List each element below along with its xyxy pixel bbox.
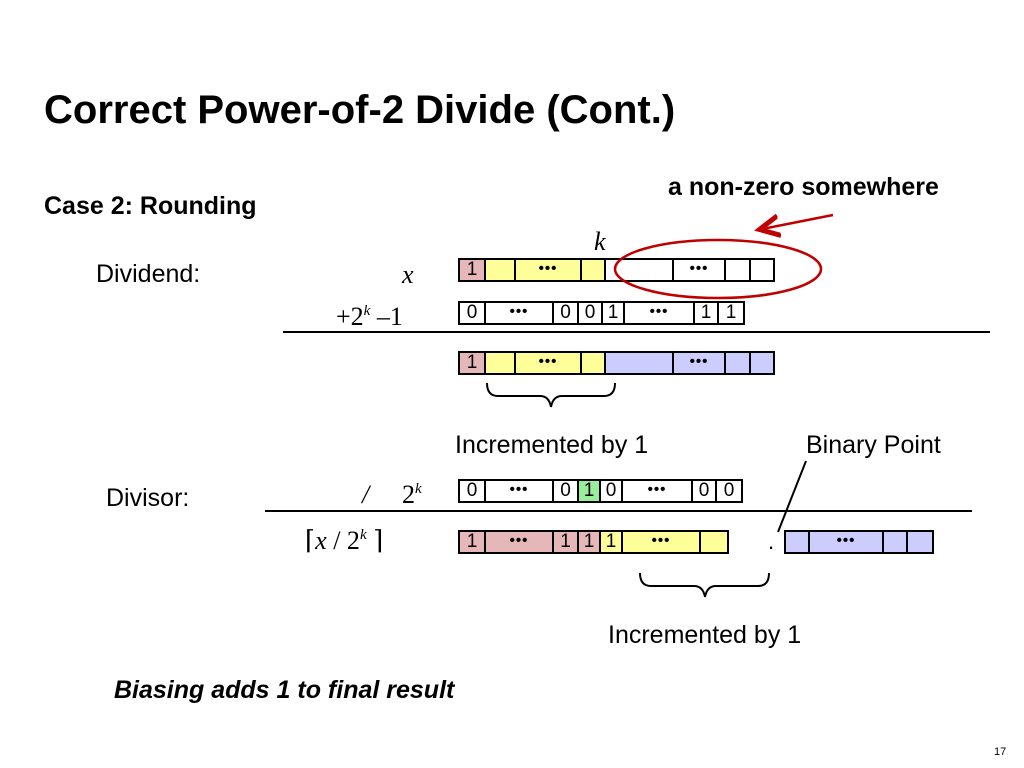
bit-cell: 0 [458, 301, 486, 325]
dividend-x-label: x [402, 260, 414, 289]
binary-point-label: Binary Point [806, 431, 941, 459]
sum-divider-line [283, 331, 990, 333]
bit-cell [699, 530, 729, 554]
bit-cell: ••• [514, 351, 582, 375]
nonzero-arrow [762, 213, 834, 229]
bit-cell: 1 [717, 301, 745, 325]
nonzero-annotation: a non-zero somewhere [668, 173, 939, 201]
bit-cell: 0 [691, 479, 717, 503]
bit-cell: ••• [484, 530, 554, 554]
incremented-label-1: Incremented by 1 [455, 431, 649, 459]
k-label: k [594, 227, 606, 256]
page-number: 17 [994, 746, 1007, 758]
divisor-label: Divisor: [106, 484, 190, 512]
bias-label: +2k –1 [336, 302, 403, 331]
incremented-label-2: Incremented by 1 [608, 621, 802, 649]
bit-cell: ••• [672, 258, 726, 282]
bit-cell: ••• [621, 530, 701, 554]
bit-cell [749, 351, 775, 375]
bit-cell: ••• [623, 301, 695, 325]
binary-point-dot: . [768, 529, 775, 554]
bit-cell: 0 [715, 479, 743, 503]
conclusion-text: Biasing adds 1 to final result [114, 676, 455, 704]
incremented-brace-2 [639, 572, 770, 598]
dividend-label: Dividend: [96, 260, 201, 288]
quotient-frac-row: ••• [784, 530, 934, 554]
bit-cell: 0 [577, 301, 603, 325]
bit-cell: ••• [514, 258, 582, 282]
divisor-denominator: 2k [402, 480, 422, 509]
bit-cell: 1 [577, 530, 601, 554]
bit-cell: 1 [693, 301, 719, 325]
ceil-expression: ⌈x / 2k ⌉ [305, 526, 384, 555]
bit-cell [749, 258, 775, 282]
bit-cell [604, 351, 674, 375]
bit-cell [484, 258, 516, 282]
case-label: Case 2: Rounding [44, 192, 257, 220]
nonzero-highlight-ellipse [613, 238, 823, 300]
bit-cell [484, 351, 516, 375]
bit-cell: 1 [458, 258, 486, 282]
bit-cell [882, 530, 908, 554]
sum-row: 1 ••• ••• [458, 351, 775, 375]
binary-point-pointer [777, 460, 807, 533]
incremented-brace-1 [486, 382, 616, 408]
divide-operator: / [362, 480, 370, 509]
bit-cell: 1 [577, 479, 601, 503]
quotient-divider-line [265, 510, 972, 512]
slide-title: Correct Power-of-2 Divide (Cont.) [44, 88, 676, 132]
bit-cell: ••• [672, 351, 726, 375]
bit-cell: ••• [484, 479, 554, 503]
bit-cell: ••• [808, 530, 884, 554]
bit-cell: 0 [552, 301, 579, 325]
bit-cell [784, 530, 810, 554]
bit-cell [906, 530, 934, 554]
bit-cell: 1 [458, 351, 486, 375]
